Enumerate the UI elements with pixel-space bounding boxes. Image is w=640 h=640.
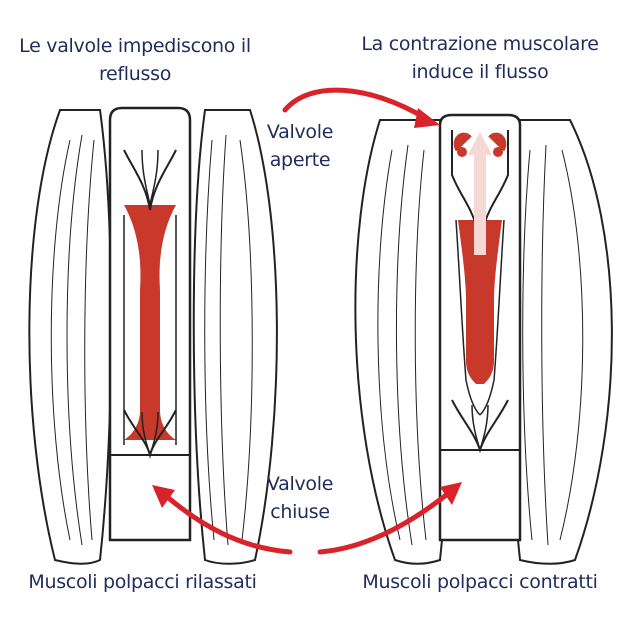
right-caption: Muscoli polpacci contratti <box>362 571 598 593</box>
left-upper-valve <box>123 149 177 211</box>
right-open-valve <box>451 130 509 226</box>
valves-open-label: Valvole aperte <box>266 121 334 171</box>
left-caption: Muscoli polpacci rilassati <box>28 571 257 593</box>
left-muscle-right <box>192 109 278 565</box>
flow-arrow-head <box>468 132 492 155</box>
right-vein-blood <box>458 220 502 384</box>
right-muscle-left <box>354 119 453 565</box>
left-vein-blood <box>124 205 176 440</box>
flow-arrow-shaft <box>474 150 486 255</box>
right-vein <box>438 113 522 542</box>
arrow-to-left-valve <box>162 492 293 555</box>
left-muscle-outer <box>28 109 113 565</box>
right-muscle-right <box>507 119 613 565</box>
left-title: Le valvole impediscono il reflusso <box>19 35 251 85</box>
arrow-to-right-valve <box>317 489 453 555</box>
arrow-to-open-valve <box>282 87 428 121</box>
left-vein <box>108 106 192 542</box>
valves-closed-label: Valvole chiuse <box>266 473 334 523</box>
arrows <box>152 87 462 555</box>
right-title: La contrazione muscolare induce il fluss… <box>361 33 599 83</box>
